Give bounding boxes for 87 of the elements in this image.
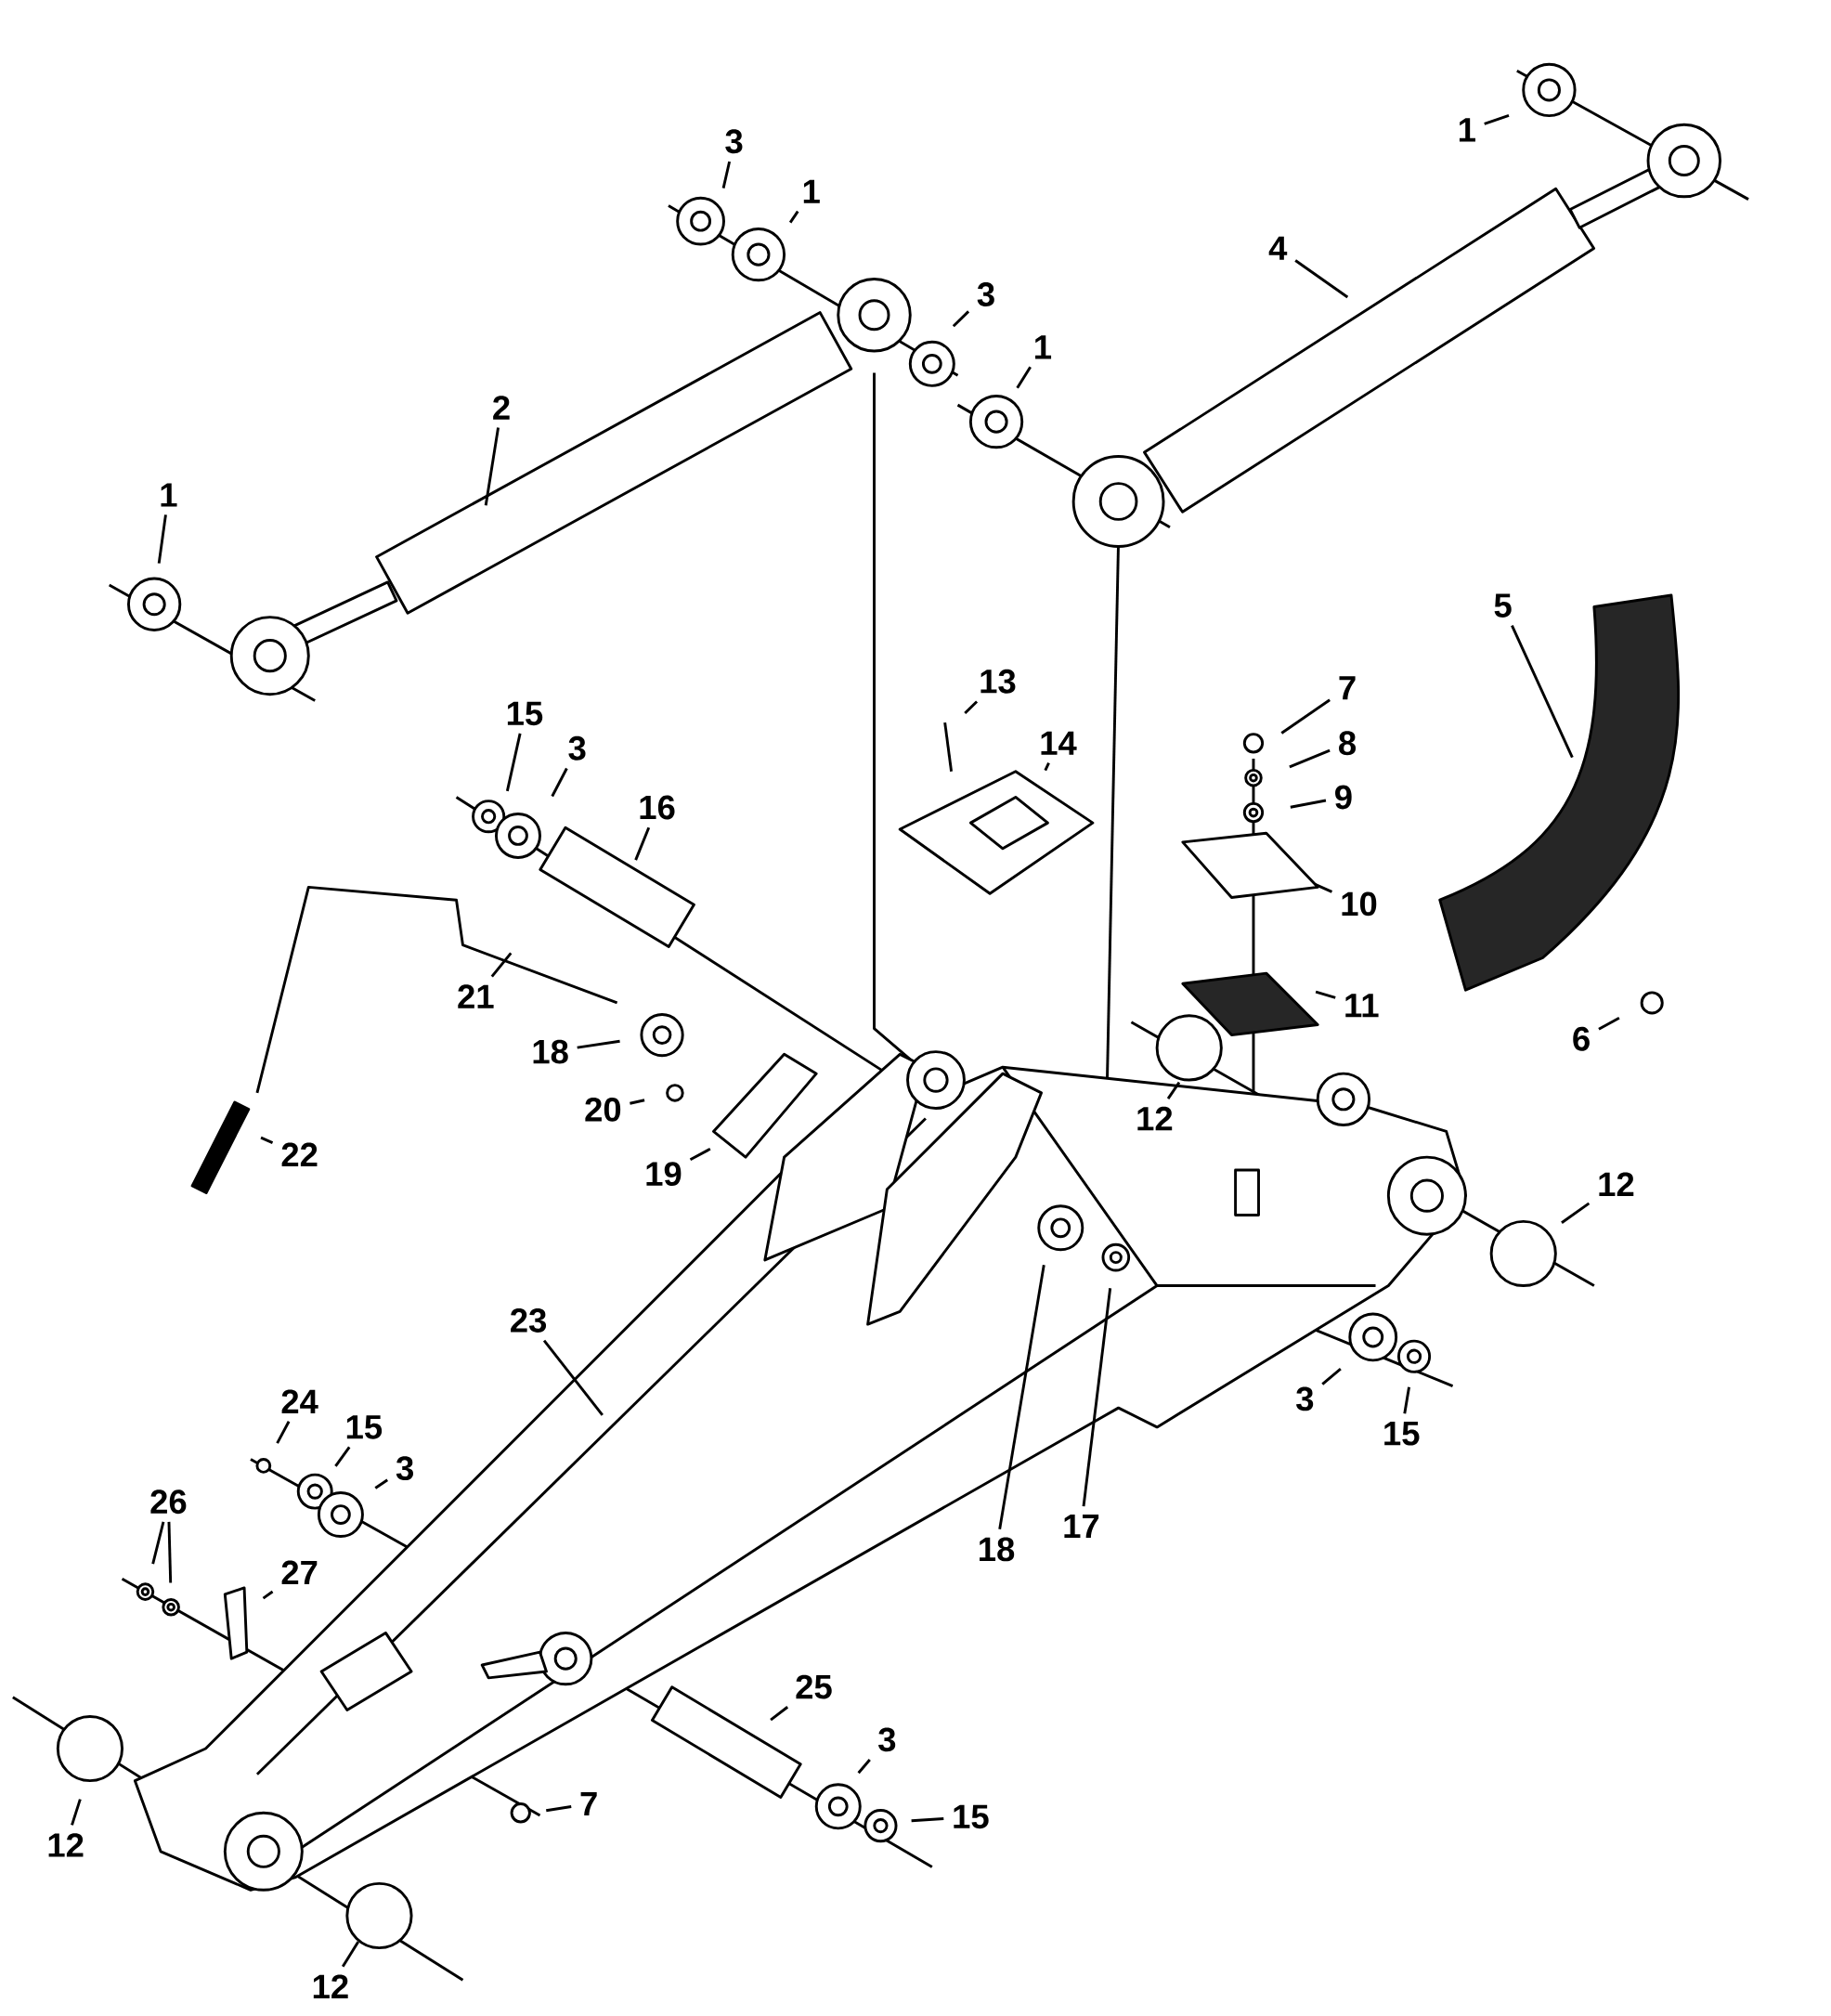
leader-line	[260, 1136, 274, 1144]
leader-line	[1511, 625, 1574, 759]
callout-number: 26	[142, 1482, 195, 1521]
callout-number: 7	[572, 1785, 605, 1823]
leader-line	[167, 1521, 173, 1583]
leader-line	[334, 1446, 351, 1467]
leader-line	[953, 310, 970, 328]
leader-line	[1315, 990, 1336, 999]
callout-number: 18	[970, 1530, 1022, 1568]
callout-number: 3	[969, 275, 1003, 314]
leader-line	[690, 1148, 711, 1161]
leader-line	[276, 1421, 291, 1444]
leader-line	[1484, 114, 1510, 125]
leader-line	[71, 1799, 82, 1826]
leader-line	[1280, 698, 1331, 735]
leader-line	[342, 1941, 360, 1968]
leader-line	[1289, 748, 1331, 769]
leader-line	[551, 767, 568, 798]
callout-number: 3	[1289, 1380, 1321, 1418]
callout-number: 1	[152, 476, 185, 514]
callout-number: 20	[577, 1090, 630, 1129]
leader-line	[1294, 259, 1349, 299]
callout-number: 22	[274, 1136, 326, 1174]
callout-number: 2	[485, 388, 518, 426]
leader-line	[789, 210, 799, 224]
leader-line	[157, 514, 168, 564]
leader-line	[721, 161, 732, 189]
callout-number: 12	[1591, 1165, 1643, 1203]
leader-line	[262, 1590, 274, 1600]
leader-line	[1082, 1288, 1112, 1507]
callout-number: 18	[525, 1033, 577, 1071]
leader-line	[634, 826, 651, 861]
leader-line	[1321, 1368, 1342, 1385]
callout-number: 24	[274, 1383, 326, 1421]
leader-line	[1290, 799, 1327, 809]
leader-line	[484, 427, 500, 506]
leader-line	[374, 1478, 389, 1489]
callout-number: 12	[40, 1826, 92, 1864]
leader-line	[506, 733, 522, 792]
callout-number: 4	[1262, 229, 1294, 267]
leader-line	[543, 1339, 604, 1416]
leader-line	[151, 1521, 165, 1565]
callout-number: 8	[1331, 724, 1364, 762]
callout-number: 1	[1450, 111, 1484, 149]
callout-number: 23	[502, 1301, 554, 1340]
leader-line	[964, 700, 979, 714]
callout-number: 3	[871, 1721, 903, 1759]
leader-line	[1016, 366, 1032, 389]
callout-number: 1	[1026, 328, 1059, 366]
callout-number: 3	[718, 123, 751, 161]
callout-number: 6	[1565, 1020, 1598, 1058]
callout-number: 15	[944, 1798, 997, 1836]
leader-line	[770, 1706, 789, 1722]
callout-number: 17	[1056, 1507, 1108, 1545]
callout-number: 14	[1032, 724, 1084, 762]
leader-line	[1167, 1081, 1181, 1099]
leader-line	[857, 1759, 872, 1775]
callout-number: 19	[638, 1154, 690, 1193]
callout-number: 15	[338, 1408, 390, 1446]
callout-number: 9	[1327, 778, 1360, 816]
callout-number: 11	[1336, 986, 1387, 1024]
leader-line	[577, 1039, 620, 1049]
callout-number: 5	[1487, 587, 1520, 625]
leader-line	[490, 952, 513, 978]
callout-number: 13	[972, 662, 1024, 701]
callout-number: 21	[449, 978, 502, 1016]
leader-line	[546, 1805, 572, 1813]
leader-line	[630, 1099, 645, 1105]
callout-number: 1	[795, 173, 828, 211]
callout-number: 3	[388, 1449, 422, 1488]
callout-number: 3	[561, 729, 594, 768]
leader-line	[1403, 1386, 1411, 1414]
callout-number: 15	[499, 695, 551, 733]
callout-number: 10	[1333, 885, 1385, 923]
leader-line	[1561, 1202, 1591, 1224]
callout-number: 27	[274, 1554, 326, 1592]
callout-number: 25	[788, 1668, 840, 1706]
callout-number: 15	[1375, 1414, 1427, 1452]
leader-line	[911, 1816, 944, 1823]
leader-line	[1044, 761, 1051, 772]
leader-line	[1314, 883, 1333, 893]
callout-number: 12	[305, 1968, 357, 2006]
callout-number: 7	[1331, 669, 1364, 707]
leader-line	[1598, 1017, 1620, 1031]
callout-number: 16	[631, 788, 683, 826]
leader-line	[998, 1264, 1045, 1529]
callout-number: 12	[1128, 1099, 1181, 1138]
